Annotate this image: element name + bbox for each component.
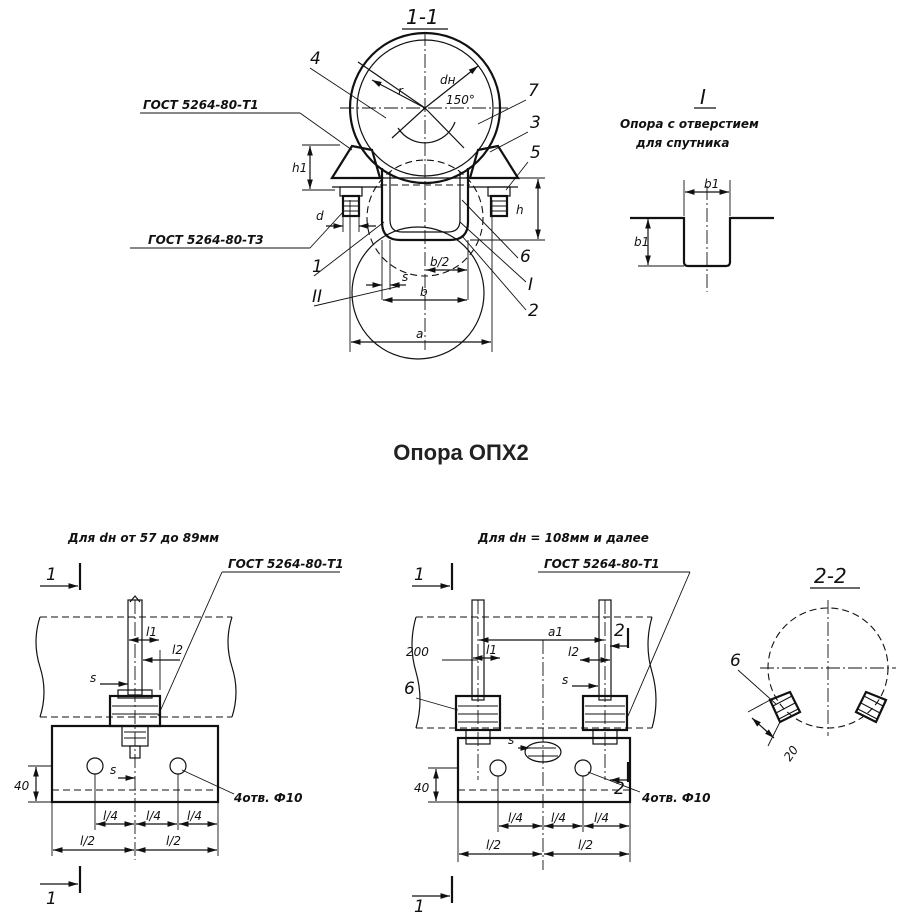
left-dim-l1: l1 — [146, 625, 157, 639]
detail-b1-top: b1 — [704, 177, 719, 191]
left-dim-l2: l2 — [172, 643, 183, 657]
right-dim-l2-a: l/2 — [486, 838, 501, 852]
left-gost-label: ГОСТ 5264-80-Т1 — [228, 557, 344, 571]
right-dim-200: 200 — [406, 645, 429, 659]
dim-a-label: a — [416, 327, 423, 341]
angle-label: 150° — [446, 93, 475, 107]
right-gost-label: ГОСТ 5264-80-Т1 — [544, 557, 660, 571]
left-caption: Для dн от 57 до 89мм — [67, 531, 219, 545]
dim-b-half-label: b/2 — [430, 255, 449, 269]
section-2-2-label: 2-2 — [814, 564, 847, 588]
right-dim-a1: a1 — [548, 625, 563, 639]
part-1-label: 1 — [312, 257, 323, 277]
section-2-2-view: 2-2 6 20 — [730, 564, 896, 764]
right-part-6: 6 — [404, 679, 415, 699]
left-view-small-pipe: Для dн от 57 до 89мм 1 1 — [14, 531, 344, 909]
left-dim-s1: s — [90, 671, 96, 685]
gost-t1-label: ГОСТ 5264-80-Т1 — [143, 98, 259, 112]
right-dim-l4-a: l/4 — [508, 811, 523, 825]
section-label-1-1: 1-1 — [406, 5, 439, 29]
right-section-2-top: 2 — [614, 621, 625, 641]
roman-II-label: II — [312, 287, 322, 307]
left-dim-l4-b: l/4 — [146, 809, 161, 823]
left-dim-l4-c: l/4 — [187, 809, 202, 823]
dim-r-label: r — [398, 84, 404, 98]
right-dim-40: 40 — [414, 781, 430, 795]
gost-t3-label: ГОСТ 5264-80-Т3 — [148, 233, 264, 247]
dim-h-label: h — [516, 203, 524, 217]
part-5-label: 5 — [530, 143, 541, 163]
detail-b1-side: b1 — [634, 235, 649, 249]
section-2-2-part-6: 6 — [730, 651, 741, 671]
right-view-large-pipe: Для dн = 108мм и далее 1 1 — [404, 531, 710, 917]
right-section-mark-bottom: 1 — [414, 897, 425, 917]
dim-h1-label: h1 — [292, 161, 307, 175]
section-1-1-view: 1-1 r dн 150° — [130, 5, 545, 360]
part-3-label: 3 — [530, 113, 541, 133]
dim-s-label: s — [402, 270, 408, 284]
roman-I-label: I — [528, 275, 533, 295]
right-section-mark-top: 1 — [414, 565, 425, 585]
left-dim-s2: s — [110, 763, 116, 777]
right-dim-s1: s — [562, 673, 568, 687]
left-section-mark-bottom: 1 — [46, 889, 57, 909]
left-section-mark-top: 1 — [46, 565, 57, 585]
part-7-label: 7 — [528, 81, 539, 101]
page-title: Опора ОПХ2 — [393, 440, 529, 465]
right-holes-label: 4отв. Ф10 — [641, 791, 710, 805]
dim-d-label: d — [316, 209, 324, 223]
right-dim-l4-c: l/4 — [594, 811, 609, 825]
left-dim-l4-a: l/4 — [103, 809, 118, 823]
detail-caption-2: для спутника — [635, 136, 730, 150]
right-dim-l1: l1 — [486, 643, 497, 657]
section-2-2-dim-20: 20 — [781, 743, 801, 764]
detail-I-view: I Опора с отверстием для спутника b1 b1 — [620, 85, 774, 292]
part-6-label: 6 — [520, 247, 531, 267]
right-caption: Для dн = 108мм и далее — [477, 531, 649, 545]
dim-b-label: b — [420, 285, 428, 299]
left-holes-label: 4отв. Ф10 — [233, 791, 302, 805]
left-dim-40: 40 — [14, 779, 30, 793]
right-section-2-bottom: 2 — [614, 779, 625, 799]
dim-dn-label: dн — [440, 73, 456, 87]
detail-roman: I — [700, 85, 706, 109]
left-dim-l2-b: l/2 — [166, 834, 181, 848]
part-4-label: 4 — [310, 49, 321, 69]
detail-caption-1: Опора с отверстием — [620, 117, 759, 131]
left-dim-l2-a: l/2 — [80, 834, 95, 848]
part-2-label: 2 — [528, 301, 539, 321]
right-dim-l2-b: l/2 — [578, 838, 593, 852]
right-dim-l4-b: l/4 — [551, 811, 566, 825]
right-dim-s2: s — [508, 733, 514, 747]
right-dim-l2: l2 — [568, 645, 579, 659]
